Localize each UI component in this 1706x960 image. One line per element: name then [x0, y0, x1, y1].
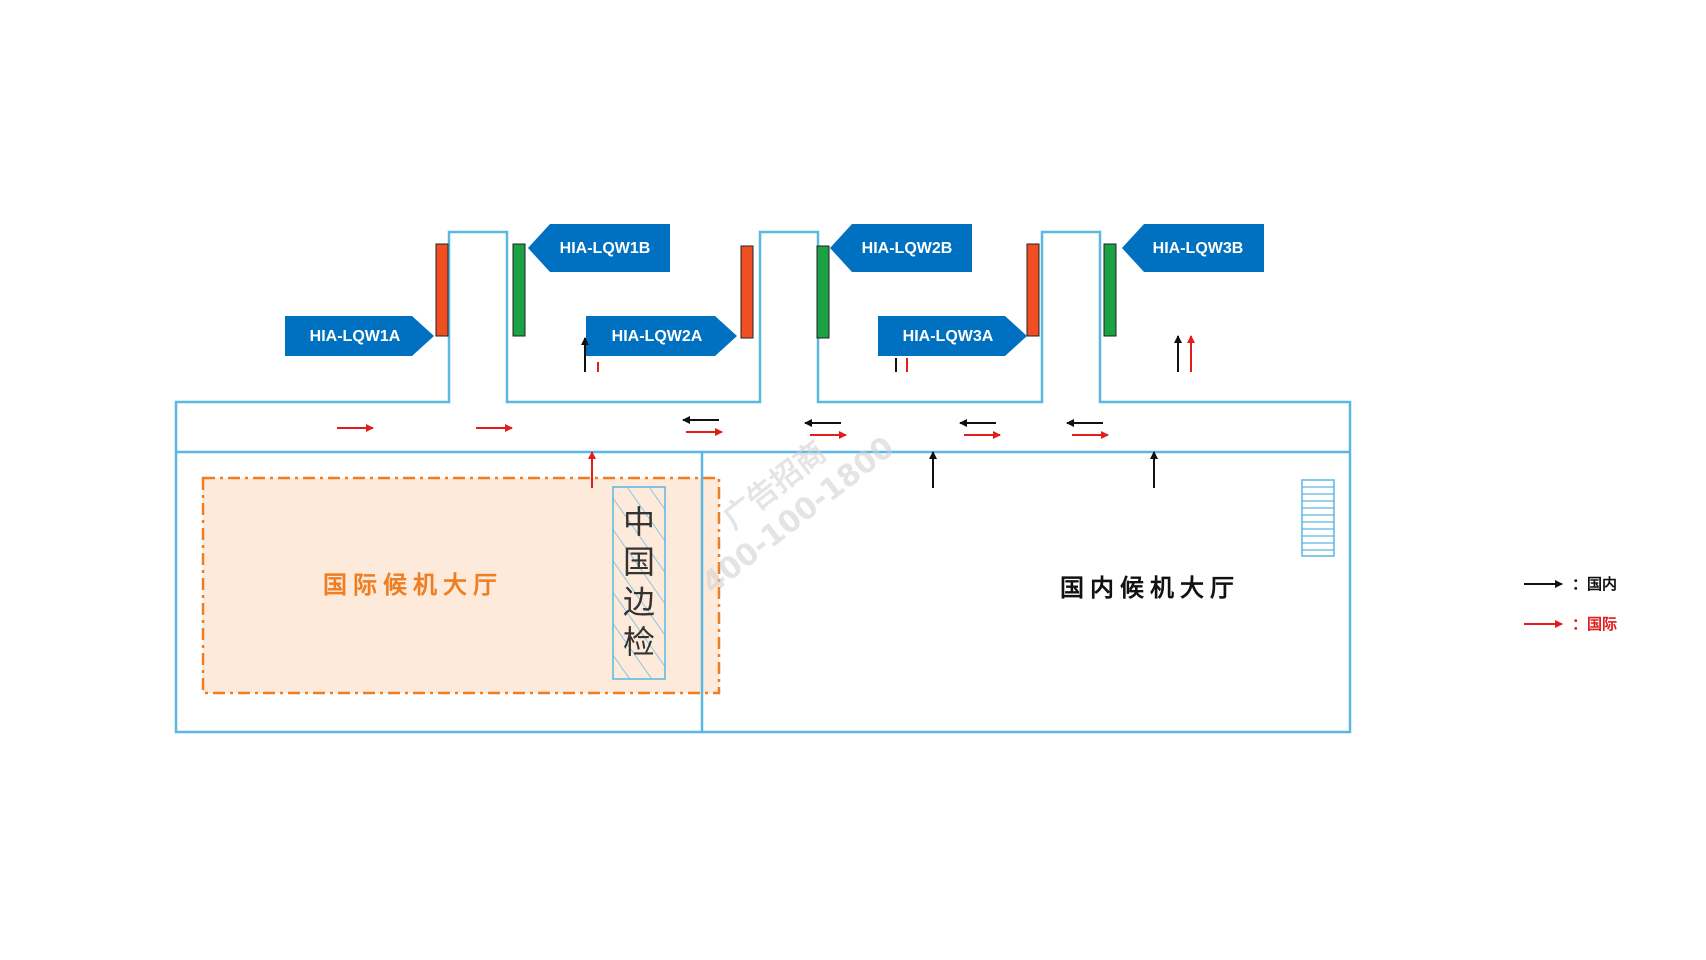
- gate-bar-3b: [1103, 243, 1117, 337]
- gate-bar-3a: [1026, 243, 1040, 337]
- svg-text:HIA-LQW3A: HIA-LQW3A: [903, 328, 994, 345]
- gate-bar-2b: [816, 245, 830, 339]
- svg-text:HIA-LQW3B: HIA-LQW3B: [1153, 240, 1244, 257]
- legend: ：国内 ：国际: [1524, 575, 1617, 633]
- gate-bar-1b: [512, 243, 526, 337]
- border-check-char: 检: [623, 623, 655, 661]
- gate-tag-3b: HIA-LQW3B: [1122, 224, 1264, 272]
- corridor-outline: [174, 230, 1352, 734]
- gate-bar-2a: [740, 245, 754, 339]
- border-check-char: 国: [623, 543, 655, 581]
- international-hall-label: 国际候机大厅: [323, 571, 503, 599]
- gate-tag-1a: HIA-LQW1A: [285, 316, 434, 356]
- svg-text:HIA-LQW1A: HIA-LQW1A: [310, 328, 401, 345]
- gate-tag-3a: HIA-LQW3A: [878, 316, 1027, 356]
- border-check-char: 边: [623, 583, 655, 621]
- svg-text:HIA-LQW2A: HIA-LQW2A: [612, 328, 703, 345]
- border-check-char: 中: [623, 503, 655, 541]
- legend-domestic-label: ：国内: [1572, 575, 1617, 593]
- border-check-box: 中 国 边 检: [612, 486, 666, 680]
- svg-text:HIA-LQW1B: HIA-LQW1B: [560, 240, 651, 257]
- flow-arrows: [337, 335, 1195, 488]
- svg-text:HIA-LQW2B: HIA-LQW2B: [862, 240, 953, 257]
- stairs-icon: [1301, 479, 1335, 557]
- gate-bar-1a: [435, 243, 449, 337]
- gate-tag-1b: HIA-LQW1B: [528, 224, 670, 272]
- domestic-hall-label: 国内候机大厅: [1060, 574, 1240, 602]
- legend-intl-label: ：国际: [1572, 615, 1617, 633]
- gate-tag-2b: HIA-LQW2B: [830, 224, 972, 272]
- gate-tag-2a: HIA-LQW2A: [586, 316, 737, 356]
